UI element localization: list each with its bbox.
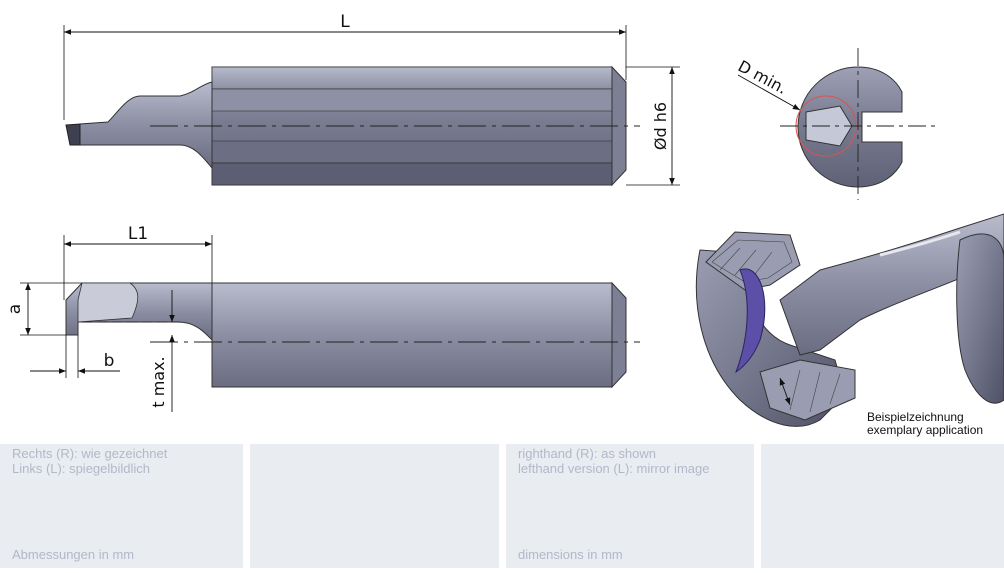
dimension-L-label: L bbox=[340, 12, 350, 32]
dimension-Dmin-label: D min. bbox=[735, 56, 790, 98]
notes-en: righthand (R): as shown lefthand version… bbox=[518, 446, 709, 476]
caption-line-de: Beispielzeichnung bbox=[867, 410, 964, 424]
notes-panel-en: righthand (R): as shown lefthand version… bbox=[506, 444, 754, 568]
notes-de: Rechts (R): wie gezeichnet Links (L): sp… bbox=[12, 446, 167, 476]
dimension-d-label: Ød h6 bbox=[651, 102, 670, 150]
blank-panel-2 bbox=[761, 444, 1004, 568]
caption-line-en: exemplary application bbox=[867, 423, 984, 437]
isometric-application bbox=[695, 213, 1004, 427]
dimension-Dmin-line bbox=[737, 74, 801, 111]
dimension-a-label: a bbox=[5, 304, 25, 314]
dimension-tmax-label: t max. bbox=[149, 356, 168, 407]
notes-panel-de: Rechts (R): wie gezeichnet Links (L): sp… bbox=[0, 444, 243, 568]
units-en: dimensions in mm bbox=[518, 547, 623, 562]
caption: Beispielzeichnung exemplary application bbox=[867, 410, 984, 437]
dimension-b-label: b bbox=[104, 351, 115, 371]
blank-panel-1 bbox=[250, 444, 499, 568]
note-de-right: Rechts (R): wie gezeichnet bbox=[12, 446, 168, 461]
cutting-head bbox=[65, 123, 81, 146]
dimension-L1-label: L1 bbox=[128, 224, 148, 244]
note-de-left: Links (L): spiegelbildlich bbox=[12, 461, 151, 476]
end-view: D min. bbox=[735, 48, 935, 200]
lower-shank-body bbox=[211, 282, 613, 388]
note-en-left: lefthand version (L): mirror image bbox=[518, 461, 710, 476]
lower-side-view: L1 a b t max. bbox=[5, 224, 640, 412]
note-en-right: righthand (R): as shown bbox=[518, 446, 657, 461]
neck bbox=[79, 81, 213, 170]
units-de: Abmessungen in mm bbox=[12, 547, 135, 562]
top-side-view: L Ød h6 bbox=[63, 12, 680, 187]
